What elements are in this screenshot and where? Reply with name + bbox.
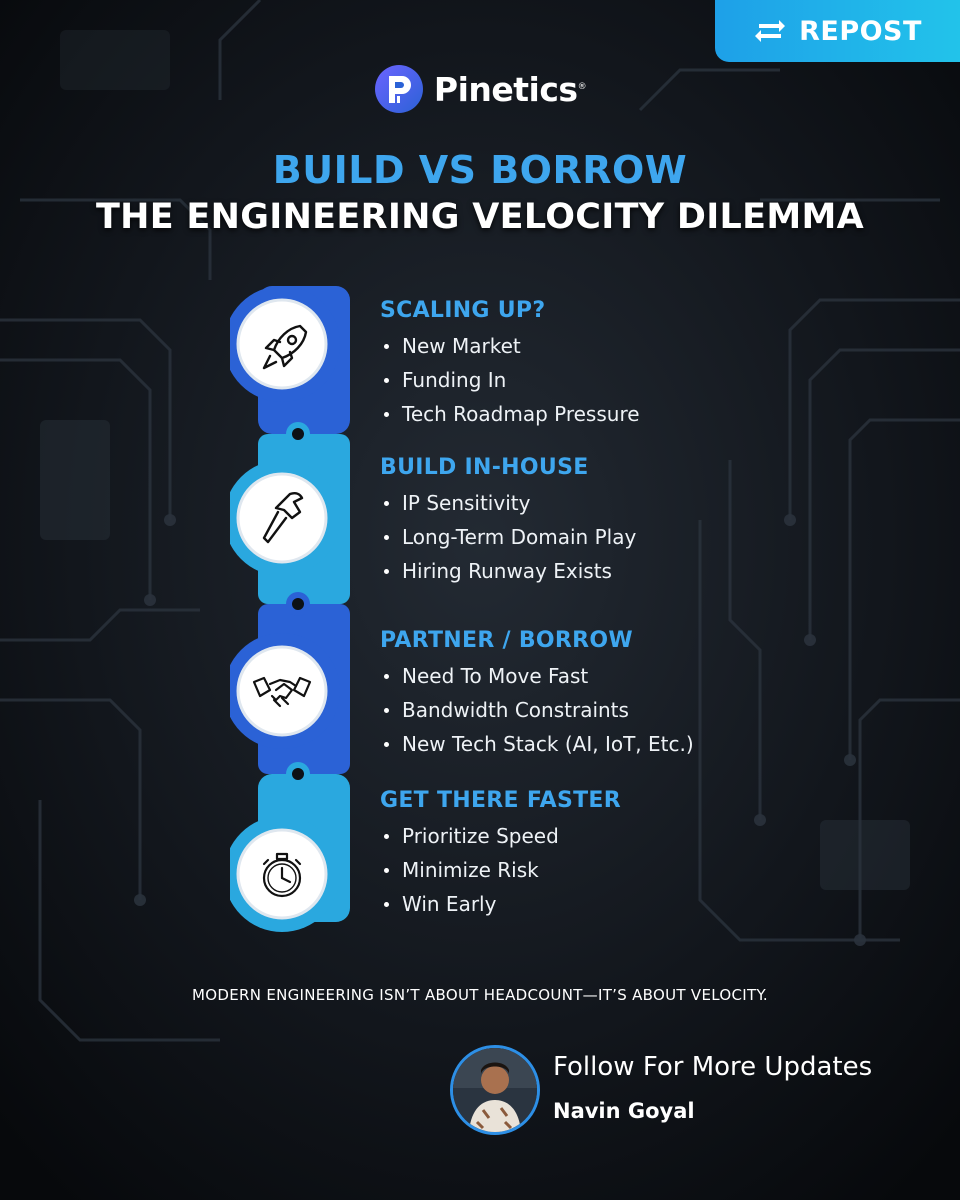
stopwatch-icon	[262, 852, 302, 898]
list-item: Hiring Runway Exists	[380, 554, 940, 588]
rocket-icon	[262, 324, 308, 370]
tagline: MODERN ENGINEERING ISN’T ABOUT HEADCOUNT…	[192, 986, 768, 1004]
follow-cta: Follow For More Updates	[553, 1052, 873, 1082]
list-item: New Tech Stack (AI, IoT, Etc.)	[380, 727, 940, 761]
list-item: Bandwidth Constraints	[380, 693, 940, 727]
section-list: Need To Move Fast Bandwidth Constraints …	[380, 659, 940, 761]
list-item: Prioritize Speed	[380, 819, 940, 853]
section-scaling-up: SCALING UP? New Market Funding In Tech R…	[380, 298, 940, 431]
list-item: New Market	[380, 329, 940, 363]
repost-label: REPOST	[799, 15, 922, 47]
timeline-graphic	[230, 286, 350, 932]
handshake-icon	[252, 676, 312, 708]
repost-badge[interactable]: REPOST	[715, 0, 960, 62]
follow-block[interactable]: Follow For More Updates Navin Goyal	[450, 1045, 940, 1140]
section-get-there-faster: GET THERE FASTER Prioritize Speed Minimi…	[380, 788, 940, 921]
list-item: Need To Move Fast	[380, 659, 940, 693]
section-heading: PARTNER / BORROW	[380, 628, 633, 653]
list-item: IP Sensitivity	[380, 486, 940, 520]
brand-name: Pinetics®	[433, 69, 587, 109]
hammer-icon	[262, 492, 304, 544]
list-item: Long-Term Domain Play	[380, 520, 940, 554]
section-partner-borrow: PARTNER / BORROW Need To Move Fast Bandw…	[380, 628, 940, 761]
title-line-2: THE ENGINEERING VELOCITY DILEMMA	[95, 197, 865, 237]
list-item: Minimize Risk	[380, 853, 940, 887]
section-heading: SCALING UP?	[380, 298, 546, 323]
author-name: Navin Goyal	[553, 1099, 695, 1123]
section-list: Prioritize Speed Minimize Risk Win Early	[380, 819, 940, 921]
repost-icon	[755, 20, 786, 42]
brand-logo: Pinetics®	[0, 64, 960, 114]
list-item: Tech Roadmap Pressure	[380, 397, 940, 431]
title-line-1: BUILD VS BORROW	[272, 148, 688, 192]
section-build-in-house: BUILD IN-HOUSE IP Sensitivity Long-Term …	[380, 455, 940, 588]
section-list: New Market Funding In Tech Roadmap Press…	[380, 329, 940, 431]
avatar-photo	[453, 1048, 537, 1132]
list-item: Win Early	[380, 887, 940, 921]
section-list: IP Sensitivity Long-Term Domain Play Hir…	[380, 486, 940, 588]
avatar[interactable]	[450, 1045, 540, 1135]
section-heading: BUILD IN-HOUSE	[380, 455, 589, 480]
list-item: Funding In	[380, 363, 940, 397]
pinetics-logo-icon	[374, 65, 423, 113]
section-heading: GET THERE FASTER	[380, 788, 621, 813]
